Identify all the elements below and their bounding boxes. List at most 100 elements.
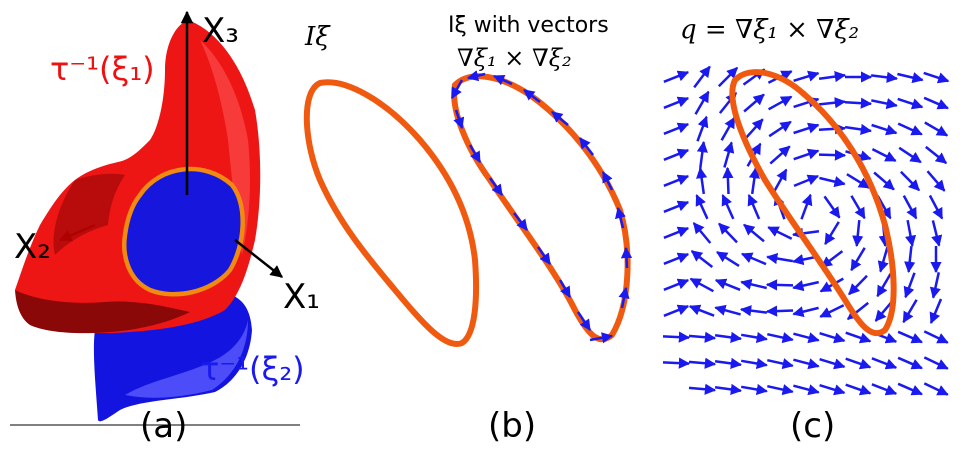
field-vector [690, 250, 714, 268]
field-vector [818, 97, 847, 109]
field-vector [718, 222, 738, 244]
field-vector [845, 331, 872, 344]
field-vector [772, 168, 788, 194]
field-vector [743, 93, 765, 113]
field-vector [714, 331, 743, 343]
field-vector [852, 219, 864, 248]
field-vector [903, 272, 916, 299]
field-vector [924, 121, 949, 137]
field-vector [905, 219, 917, 247]
field-vector [923, 71, 950, 84]
tangent-vector [589, 332, 614, 344]
field-vector [694, 90, 710, 115]
field-vector [743, 223, 765, 243]
field-vector [766, 252, 794, 265]
field-vector [877, 246, 889, 273]
field-vector [800, 193, 813, 220]
field-vector [923, 96, 949, 110]
field-vector [897, 356, 923, 370]
panel-c-caption: (c) [790, 406, 835, 446]
field-vector [688, 331, 717, 343]
field-vector [874, 300, 894, 322]
field-vector [717, 66, 739, 88]
field-vector [844, 123, 873, 135]
field-vector [818, 71, 847, 83]
field-vector [929, 298, 943, 325]
field-vector [871, 357, 898, 370]
field-vector [850, 195, 866, 220]
surface-xi2-highlight [125, 320, 248, 398]
field-vector [904, 245, 916, 274]
field-vector [767, 95, 793, 111]
intersection-curve-3d [122, 166, 245, 297]
axis-x1-arrow [234, 239, 283, 278]
field-vector [662, 331, 691, 343]
tangent-vector [453, 109, 465, 130]
tangent-vector [579, 137, 594, 156]
level-curve-in-field [729, 69, 897, 337]
field-vector [769, 145, 791, 165]
preimage-xi2-label: τ⁻¹(ξ₂) [200, 350, 305, 388]
field-vector [714, 383, 743, 395]
field-vector [871, 147, 897, 163]
field-vector [740, 383, 768, 396]
field-vector [871, 98, 898, 110]
tangent-vector [488, 177, 504, 196]
tangent-vector [468, 144, 482, 163]
field-vector [688, 383, 717, 395]
tangent-vector [551, 111, 569, 126]
panel-c: q = ∇ξ₁ × ∇ξ₂ (c) [662, 15, 950, 446]
field-vector [897, 72, 924, 84]
field-vector [696, 166, 708, 195]
tangent-vector [523, 89, 541, 103]
tangent-vector [618, 286, 630, 309]
field-vector [663, 70, 690, 83]
field-vector [928, 194, 944, 220]
tangent-vector [614, 206, 626, 229]
field-vector [923, 382, 949, 396]
field-vector [793, 148, 820, 161]
field-vector [793, 358, 820, 370]
tangent-vector [466, 70, 486, 82]
tangent-vector [620, 246, 633, 269]
field-vector [898, 146, 922, 164]
field-vector [692, 222, 712, 244]
field-vector [663, 278, 690, 291]
tangent-vector [492, 74, 513, 86]
field-vector [845, 383, 872, 396]
field-vector [663, 148, 690, 161]
tangent-vector [450, 79, 464, 99]
field-vector [844, 97, 873, 109]
level-curve-with-vectors [451, 73, 631, 343]
field-vector [845, 357, 872, 370]
preimage-xi1-label: τ⁻¹(ξ₁) [50, 50, 155, 88]
field-vector [740, 252, 767, 266]
panel-b-vectors-title-line1: Iξ with vectors [448, 13, 609, 38]
field-vector [721, 194, 735, 220]
field-vector [819, 176, 846, 188]
field-vector [714, 304, 741, 316]
tangent-vector [601, 170, 614, 191]
tangent-vector [558, 279, 572, 298]
field-vector [931, 220, 943, 247]
field-vector [925, 145, 948, 165]
panel-b: Iξ Iξ with vectors ∇ξ₁ × ∇ξ₂ [303, 13, 633, 446]
field-vector [846, 301, 869, 321]
field-vector [663, 96, 690, 109]
field-vector [871, 383, 898, 396]
field-vector [748, 166, 760, 195]
field-vector [897, 382, 923, 396]
panel-a: X₃ X₂ X₁ τ⁻¹(ξ₁) τ⁻¹(ξ₂) (a) [10, 10, 320, 446]
field-vector [900, 170, 920, 192]
panel-b-curve-title: Iξ [304, 22, 331, 52]
field-vector [793, 332, 820, 344]
field-vector [689, 277, 714, 293]
field-vector [848, 274, 868, 296]
field-vector [873, 171, 895, 191]
field-vector [663, 304, 690, 317]
field-vector [723, 141, 735, 168]
field-vector [696, 140, 708, 169]
axis-x2-label: X₂ [14, 227, 51, 267]
